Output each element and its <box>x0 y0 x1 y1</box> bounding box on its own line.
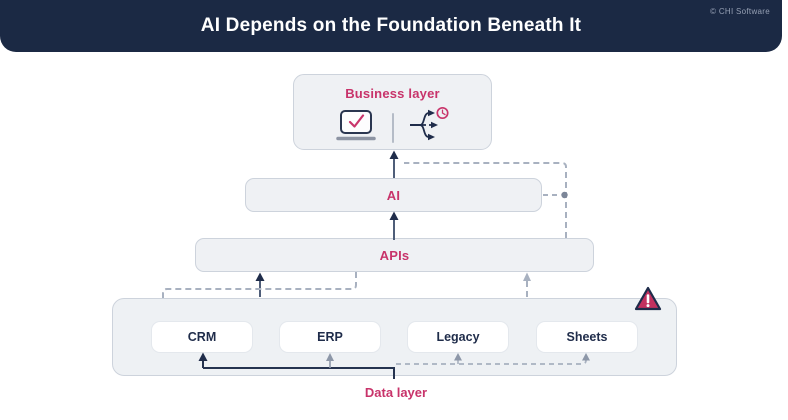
dashed-path-apis-to-data <box>162 272 357 298</box>
system-erp: ERP <box>280 322 380 352</box>
business-icons-row <box>334 105 452 150</box>
arrow-data-to-apis <box>255 272 265 297</box>
business-layer-label: Business layer <box>345 86 440 101</box>
junction-dot <box>561 191 568 199</box>
arrow-ai-to-business <box>389 150 399 178</box>
copyright-note: © CHI Software <box>710 7 770 16</box>
system-crm: CRM <box>152 322 252 352</box>
ai-layer-box: AI <box>245 178 542 212</box>
clock-icon <box>435 106 449 120</box>
header-bar: AI Depends on the Foundation Beneath It … <box>0 0 782 52</box>
laptop-check-icon <box>334 107 378 148</box>
dashed-stub-ai-junction <box>543 191 568 199</box>
api-layer-box: APIs <box>195 238 594 272</box>
ai-layer-label: AI <box>386 187 401 203</box>
page-title: AI Depends on the Foundation Beneath It <box>200 15 582 36</box>
system-sheets: Sheets <box>537 322 637 352</box>
dashed-arrow-data-to-apis <box>523 272 531 297</box>
arrow-apis-to-ai <box>389 211 399 240</box>
icon-divider <box>391 112 394 143</box>
data-layer-label: Data layer <box>364 385 428 400</box>
api-layer-label: APIs <box>379 247 410 263</box>
business-layer-box: Business layer <box>293 74 492 150</box>
warning-triangle-icon <box>633 285 663 313</box>
system-legacy: Legacy <box>408 322 508 352</box>
branch-arrows-icon <box>408 105 452 150</box>
